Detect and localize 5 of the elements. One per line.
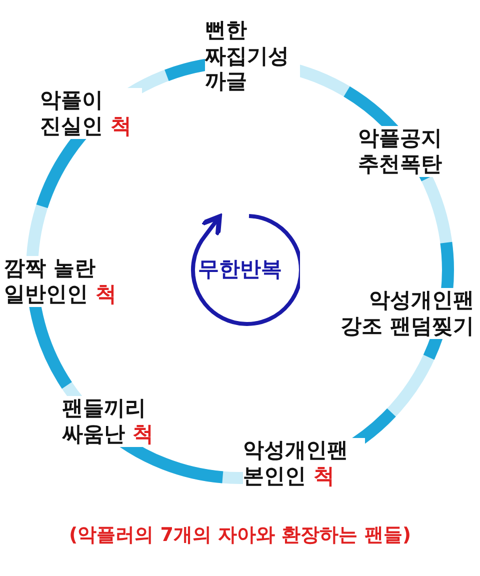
cycle-step-label: 악플이 진실인 척 <box>40 88 142 140</box>
loop-label: 무한반복 <box>197 256 283 283</box>
cycle-step-label: 악성개인팬 강조 팬덤찢기 <box>340 288 474 340</box>
cycle-step-label: 악성개인팬 본인인 척 <box>243 438 365 490</box>
caption: (악플러의 7개의 자아와 환장하는 팬들) <box>68 523 412 548</box>
